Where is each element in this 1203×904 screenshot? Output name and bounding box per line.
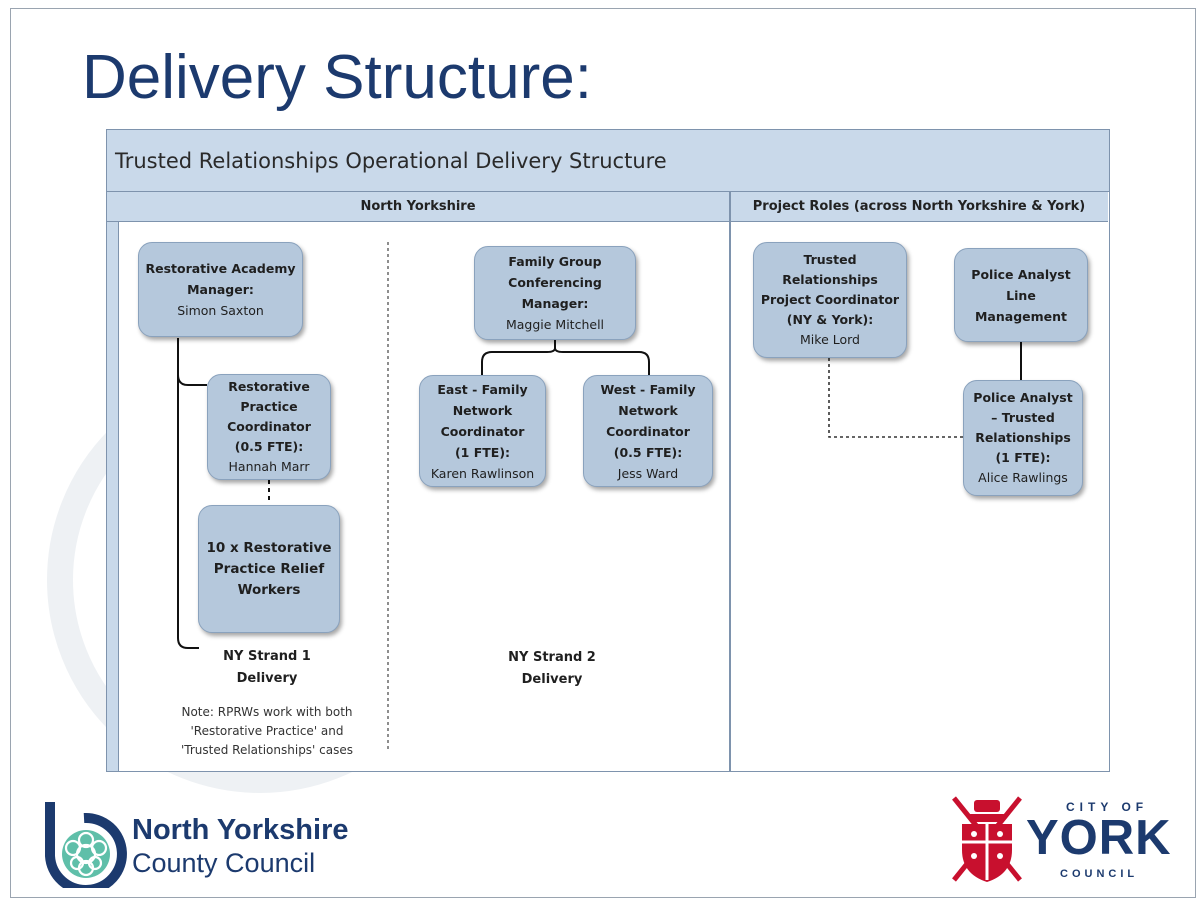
nycc-name-line1: North Yorkshire [132, 814, 349, 846]
node-relief-workers: 10 x Restorative Practice Relief Workers [198, 505, 340, 633]
caption-strand-2: NY Strand 2 Delivery [508, 650, 596, 687]
org-diagram: Trusted Relationships Operational Delive… [106, 129, 1110, 772]
section-header-north-yorkshire: North Yorkshire [107, 192, 729, 222]
node-person: Maggie Mitchell [505, 317, 605, 332]
node-person: Hannah Marr [228, 459, 310, 474]
left-accent-bar [107, 192, 119, 771]
node-person: Karen Rawlinson [430, 465, 535, 481]
node-role: West - Family Network Coordinator (0.5 F… [600, 381, 696, 460]
connector-fgc-to-west [554, 347, 650, 375]
node-role: 10 x Restorative Practice Relief Workers [206, 539, 332, 598]
section-header-project-roles: Project Roles (across North Yorkshire & … [730, 192, 1108, 222]
node-east-family-network-coordinator: East - Family Network Coordinator (1 FTE… [419, 375, 546, 487]
nycc-logo: North Yorkshire County Council [40, 796, 370, 888]
caption-strand-1: NY Strand 1 Delivery [223, 649, 311, 686]
connector-ra-to-workers [177, 338, 199, 649]
connector-ra-to-coordinator [177, 374, 207, 386]
note-rprws: Note: RPRWs work with both 'Restorative … [180, 705, 354, 757]
node-person: Mike Lord [800, 332, 860, 347]
node-role: Trusted Relationships Project Coordinato… [760, 252, 900, 327]
node-role: Restorative Academy Manager: [145, 261, 296, 297]
node-family-group-conferencing-manager: Family Group Conferencing Manager: Maggi… [474, 246, 636, 340]
node-person: Alice Rawlings [978, 470, 1068, 485]
node-role: East - Family Network Coordinator (1 FTE… [437, 381, 528, 460]
connector-fgc-to-east [481, 338, 556, 375]
node-police-analyst-line-management: Police Analyst Line Management [954, 248, 1088, 342]
slide-title: Delivery Structure: [82, 43, 592, 112]
node-role: Family Group Conferencing Manager: [508, 254, 602, 311]
connector-lines [177, 242, 1022, 750]
diagram-title: Trusted Relationships Operational Delive… [115, 149, 667, 173]
node-restorative-practice-coordinator: Restorative Practice Coordinator (0.5 FT… [207, 374, 331, 480]
york-city-of: CITY OF [1066, 800, 1149, 814]
column-divider [729, 192, 731, 771]
york-logo: CITY OF YORK COUNCIL [948, 790, 1184, 890]
nycc-rose-icon [45, 802, 127, 888]
york-crest-icon [952, 796, 1022, 882]
york-council: COUNCIL [1060, 868, 1139, 880]
node-west-family-network-coordinator: West - Family Network Coordinator (0.5 F… [583, 375, 713, 487]
node-police-analyst-trusted-relationships: Police Analyst – Trusted Relationships (… [963, 380, 1083, 496]
diagram-header: Trusted Relationships Operational Delive… [107, 130, 1109, 192]
slide-border [10, 8, 1196, 898]
node-role: Police Analyst Line Management [971, 266, 1071, 324]
node-restorative-academy-manager: Restorative Academy Manager: Simon Saxto… [138, 242, 303, 337]
nycc-name-line2: County Council [132, 848, 316, 878]
node-role: Police Analyst – Trusted Relationships (… [973, 390, 1073, 465]
node-trusted-relationships-project-coordinator: Trusted Relationships Project Coordinato… [753, 242, 907, 358]
york-name: YORK [1026, 811, 1172, 865]
node-role: Restorative Practice Coordinator (0.5 FT… [227, 379, 311, 454]
node-person: Simon Saxton [177, 303, 264, 318]
node-person: Jess Ward [617, 465, 679, 481]
connector-coordinator-to-analyst-dotted [828, 358, 963, 438]
